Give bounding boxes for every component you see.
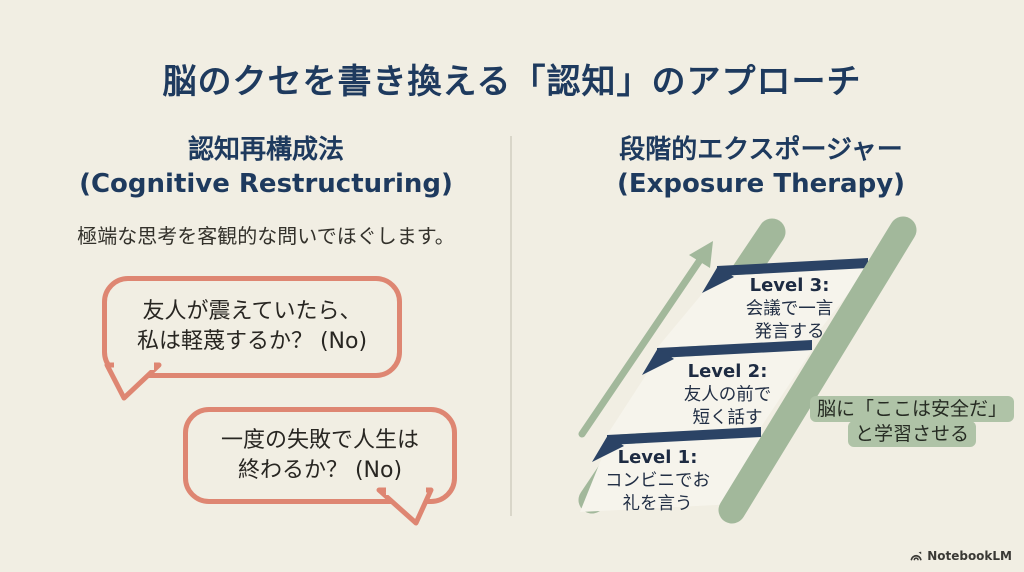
level-2-label: Level 2: [687, 361, 768, 382]
ladder-rung-2-bevel [642, 348, 674, 375]
ladder-rung-2 [657, 340, 812, 358]
level-3-block: Level 3: 会議で一言 発言する [712, 274, 867, 344]
left-column-heading: 認知再構成法 (Cognitive Restructuring) [40, 133, 492, 201]
ladder-right-rail [718, 216, 917, 524]
right-heading-en: (Exposure Therapy) [616, 169, 906, 199]
safety-note-line1: 脳に「ここは安全だ」 [809, 396, 1014, 422]
level-2-line2: 短く話す [692, 408, 763, 428]
level-1-block: Level 1: コンビニでお 礼を言う [580, 446, 735, 516]
level-3-label: Level 3: [749, 275, 830, 296]
level-1-line2: 礼を言う [622, 494, 693, 514]
level-3-line2: 発言する [754, 322, 825, 342]
footer-brand-label: NotebookLM [927, 549, 1012, 563]
growth-arrow-shaft [578, 256, 704, 438]
ladder-rung-3-bevel [702, 266, 734, 293]
ladder-rung-1 [607, 427, 761, 445]
speech-bubble-2: 一度の失敗で人生は 終わるか？ (No) [183, 407, 457, 504]
safety-note-line2: と学習させる [847, 421, 976, 447]
staircase-ladder-diagram [578, 216, 917, 524]
left-heading-ja: 認知再構成法 [187, 135, 344, 165]
speech-bubble-2-line2: 終わるか？ (No) [237, 457, 403, 483]
speech-bubble-2-tail [376, 486, 434, 526]
level-2-line1: 友人の前で [683, 385, 772, 405]
left-subtitle: 極端な思考を客観的な問いでほぐします。 [77, 224, 455, 248]
level-2-block: Level 2: 友人の前で 短く話す [650, 360, 805, 430]
page-title: 脳のクセを書き換える「認知」のアプローチ [162, 62, 862, 102]
footer-brand: NotebookLM [909, 549, 1012, 563]
ladder-rung-3 [717, 258, 868, 276]
level-1-line1: コンビニでお [605, 471, 710, 491]
column-divider [510, 136, 512, 516]
speech-bubble-1-line2: 私は軽蔑するか？ (No) [136, 329, 368, 354]
speech-bubble-1-tail [104, 361, 162, 401]
speech-bubble-1-line1: 友人が震えていたら、 [142, 299, 362, 324]
safety-note: 脳に「ここは安全だ」 と学習させる [806, 396, 1018, 447]
growth-arrow-head-icon [689, 241, 713, 268]
notebooklm-logo-icon [910, 551, 922, 561]
level-3-line1: 会議で一言 [745, 299, 834, 319]
right-column-heading: 段階的エクスポージャー (Exposure Therapy) [556, 133, 966, 201]
level-1-label: Level 1: [617, 447, 698, 468]
step-panel-2 [607, 350, 812, 435]
right-heading-ja: 段階的エクスポージャー [619, 135, 903, 165]
speech-bubble-2-line1: 一度の失敗で人生は [220, 427, 419, 453]
step-panel-1 [580, 437, 761, 512]
ladder-rung-1-bevel [592, 435, 624, 462]
left-heading-en: (Cognitive Restructuring) [79, 169, 453, 199]
